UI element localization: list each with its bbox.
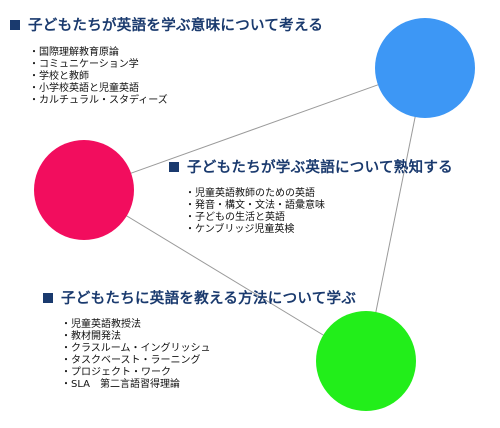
- course-list: 児童英語教授法 教材開発法 クラスルーム・イングリッシュ タスクベースト・ラーニ…: [61, 319, 356, 391]
- section-heading: 子どもたちに英語を教える方法について学ぶ: [43, 287, 356, 308]
- list-item: タスクベースト・ラーニング: [61, 355, 356, 367]
- list-item: クラスルーム・イングリッシュ: [61, 343, 356, 355]
- list-item: SLA 第二言語習得理論: [61, 379, 356, 391]
- list-item: カルチュラル・スタディーズ: [29, 95, 323, 107]
- list-item: 児童英語教授法: [61, 319, 356, 331]
- list-item: コミュニケーション学: [29, 59, 323, 71]
- list-item: 子どもの生活と英語: [185, 212, 453, 224]
- section-heading-text: 子どもたちが学ぶ英語について熟知する: [187, 160, 453, 176]
- course-list: 児童英語教師のための英語 発音・構文・文法・語彙意味 子どもの生活と英語 ケンブ…: [185, 188, 453, 236]
- list-item: 小学校英語と児童英語: [29, 83, 323, 95]
- section-why-learn-english: 子どもたちが英語を学ぶ意味について考える 国際理解教育原論 コミュニケーション学…: [10, 14, 323, 107]
- square-bullet-icon: [43, 292, 53, 303]
- connector-pink-blue: [83, 67, 426, 191]
- list-item: ケンブリッジ児童英検: [185, 224, 453, 236]
- list-item: 国際理解教育原論: [29, 47, 323, 59]
- section-know-english: 子どもたちが学ぶ英語について熟知する 児童英語教師のための英語 発音・構文・文法…: [169, 156, 453, 236]
- list-item: プロジェクト・ワーク: [61, 367, 356, 379]
- section-heading: 子どもたちが英語を学ぶ意味について考える: [10, 14, 323, 35]
- section-heading-text: 子どもたちに英語を教える方法について学ぶ: [61, 291, 357, 307]
- circle-blue: [375, 18, 475, 118]
- square-bullet-icon: [10, 19, 20, 30]
- section-heading-text: 子どもたちが英語を学ぶ意味について考える: [28, 18, 324, 34]
- section-heading: 子どもたちが学ぶ英語について熟知する: [169, 156, 453, 177]
- list-item: 発音・構文・文法・語彙意味: [185, 200, 453, 212]
- section-teaching-methods: 子どもたちに英語を教える方法について学ぶ 児童英語教授法 教材開発法 クラスルー…: [43, 287, 356, 391]
- square-bullet-icon: [169, 161, 179, 172]
- list-item: 児童英語教師のための英語: [185, 188, 453, 200]
- list-item: 学校と教師: [29, 71, 323, 83]
- circle-pink: [34, 140, 134, 240]
- list-item: 教材開発法: [61, 331, 356, 343]
- course-list: 国際理解教育原論 コミュニケーション学 学校と教師 小学校英語と児童英語 カルチ…: [29, 47, 323, 107]
